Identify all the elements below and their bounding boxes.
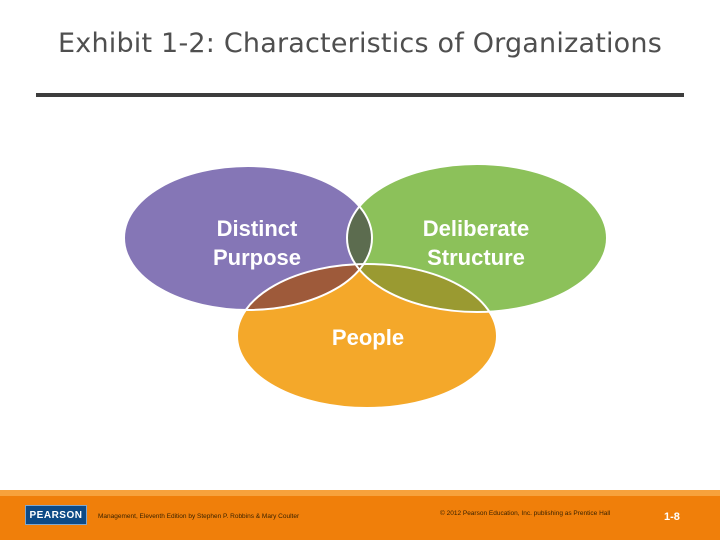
pearson-logo: PEARSON	[25, 505, 87, 525]
footer-bar	[0, 490, 720, 540]
footer-credit: Management, Eleventh Edition by Stephen …	[98, 513, 300, 520]
footer-highlight	[0, 490, 720, 496]
overlap-purpose-people	[237, 264, 372, 310]
distinct-purpose-label-line1: Distinct	[217, 216, 298, 241]
footer-copyright: © 2012 Pearson Education, Inc. publishin…	[440, 510, 611, 517]
distinct-purpose-label-line2: Purpose	[213, 245, 301, 270]
people-label: People	[332, 325, 404, 350]
deliberate-structure-label-line2: Structure	[427, 245, 525, 270]
slide-title: Exhibit 1-2: Characteristics of Organiza…	[58, 28, 662, 59]
venn-diagram: Distinct Purpose Deliberate Structure Pe…	[123, 163, 608, 409]
title-underline	[36, 93, 684, 97]
overlap-structure-people	[347, 264, 497, 312]
deliberate-structure-label-line1: Deliberate	[423, 216, 529, 241]
page-number: 1-8	[664, 511, 680, 523]
